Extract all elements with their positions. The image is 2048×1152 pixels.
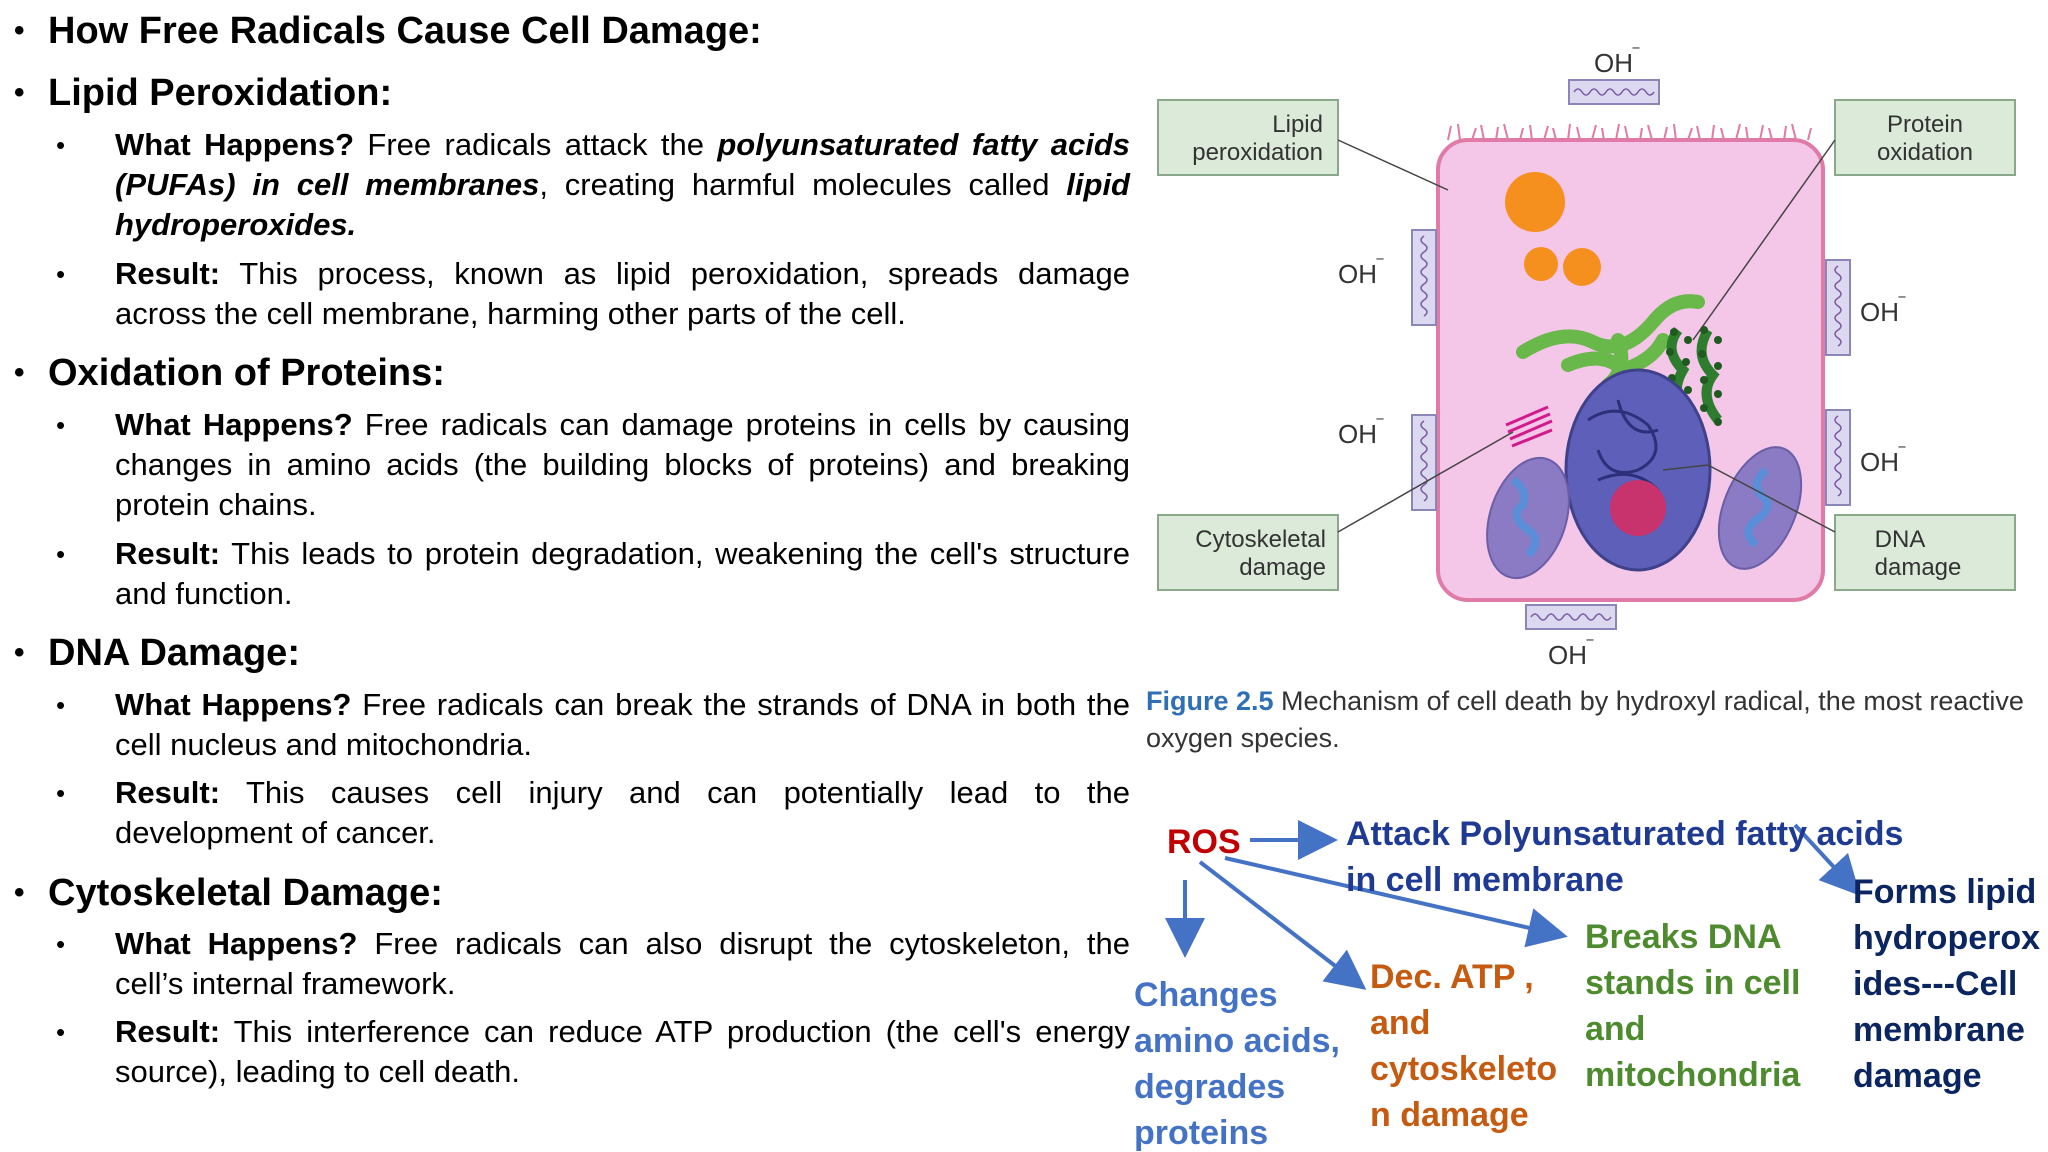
- oh-label-right-1: OH‾: [1860, 295, 1906, 327]
- oh-wave-lines: [1420, 88, 1842, 621]
- svg-text:Cytoskeletal: Cytoskeletal: [1195, 526, 1326, 553]
- protein-heading: •Oxidation of Proteins:: [14, 352, 445, 394]
- atp-flow-label: Dec. ATP , and cytoskeleto n damage: [1370, 958, 1558, 1134]
- label-box-cytoskeletal: Cytoskeletal damage: [1157, 514, 1339, 591]
- membrane-hairs: [1447, 123, 1812, 141]
- bullet-icon: •: [14, 14, 25, 47]
- bullet-icon: •: [14, 76, 25, 109]
- lipid-result-item: • Result: This process, known as lipid p…: [56, 256, 1130, 331]
- bullet-icon: •: [14, 356, 25, 389]
- dna-what-item: • What Happens? Free radicals can break …: [56, 687, 1131, 762]
- amino-flow-label: Changes amino acids, degrades proteins: [1134, 976, 1340, 1152]
- oh-label-left-2: OH‾: [1338, 417, 1384, 449]
- dna-flow-label: Breaks DNA stands in cell and mitochondr…: [1585, 918, 1801, 1094]
- bullet-icon: •: [56, 929, 66, 959]
- cyto-result-item: • Result: This interference can reduce A…: [56, 1014, 1130, 1089]
- svg-text:peroxidation: peroxidation: [1192, 139, 1323, 166]
- oh-labels: OH‾ OH‾ OH‾ OH‾ OH‾ OH‾: [1338, 46, 1906, 670]
- bullet-icon: •: [14, 876, 25, 909]
- svg-text:DNA: DNA: [1875, 526, 1926, 553]
- cyto-heading: •Cytoskeletal Damage:: [14, 872, 443, 914]
- svg-text:damage: damage: [1239, 554, 1326, 581]
- dna-result-item: • Result: This causes cell injury and ca…: [56, 775, 1130, 850]
- protein-result-item: • Result: This leads to protein degradat…: [56, 536, 1130, 611]
- label-box-protein: Protein oxidation: [1834, 99, 2016, 176]
- leader-lines: [1337, 139, 1836, 533]
- figure-caption: Figure 2.5 Mechanism of cell death by hy…: [1146, 686, 2024, 753]
- cyto-what-item: • What Happens? Free radicals can also d…: [56, 926, 1130, 1001]
- intro-heading: •How Free Radicals Cause Cell Damage:: [14, 10, 762, 52]
- bullet-icon: •: [56, 130, 66, 160]
- lipid-heading: •Lipid Peroxidation:: [14, 72, 393, 114]
- bullet-icon: •: [56, 259, 66, 289]
- bullet-icon: •: [14, 636, 25, 669]
- lipid-droplets: [1505, 172, 1601, 286]
- nucleus: [1564, 368, 1712, 572]
- bullet-icon: •: [56, 1017, 66, 1047]
- cell-damage-figure: OH‾ OH‾ OH‾ OH‾ OH‾ OH‾: [1157, 46, 2016, 670]
- oh-label-left-1: OH‾: [1338, 257, 1384, 289]
- svg-text:oxidation: oxidation: [1877, 139, 1973, 166]
- bullet-icon: •: [56, 410, 66, 440]
- ros-flow: ROS Attack Polyunsaturated fatty acids i…: [1130, 800, 2041, 1152]
- svg-text:Protein: Protein: [1887, 111, 1963, 138]
- oh-label-right-2: OH‾: [1860, 445, 1906, 477]
- mitochondria: [1486, 446, 1803, 580]
- dna-heading: •DNA Damage:: [14, 632, 300, 674]
- cytoskeleton-fibers: [1505, 405, 1553, 448]
- bullet-icon: •: [56, 539, 66, 569]
- ros-label: ROS: [1167, 823, 1241, 861]
- oh-label-top: OH‾: [1594, 46, 1640, 78]
- svg-text:Lipid: Lipid: [1272, 111, 1323, 138]
- lipid-what-item: • What Happens? Free radicals attack the…: [56, 127, 1130, 242]
- bullet-text-column: •How Free Radicals Cause Cell Damage: •L…: [14, 10, 1131, 1089]
- attack-label: Attack Polyunsaturated fatty acids in ce…: [1346, 815, 1904, 899]
- oh-receptors: [1411, 79, 1851, 630]
- forms-label: Forms lipid hydroperox ides---Cell membr…: [1853, 873, 2041, 1095]
- protein-what-item: • What Happens? Free radicals can damage…: [56, 407, 1130, 522]
- bullet-icon: •: [56, 690, 66, 720]
- svg-text:damage: damage: [1875, 554, 1962, 581]
- oh-label-bottom: OH‾: [1548, 638, 1594, 670]
- label-box-lipid: Lipid peroxidation: [1157, 99, 1339, 176]
- bullet-icon: •: [56, 778, 66, 808]
- label-box-dna: DNA damage: [1834, 514, 2016, 591]
